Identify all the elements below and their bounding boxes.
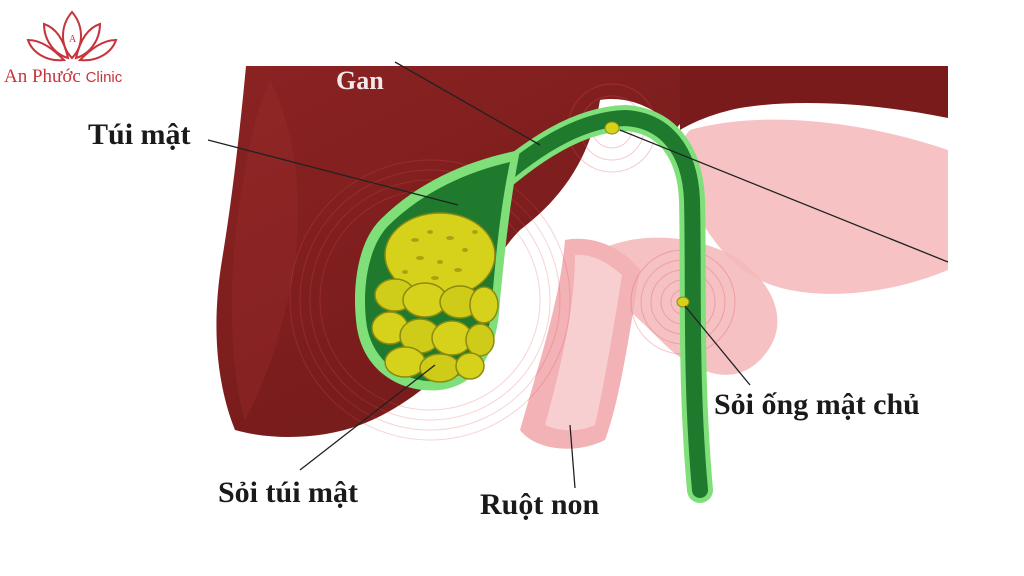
label-small-intestine: Ruột non: [480, 488, 600, 521]
label-gallbladder: Túi mật: [88, 118, 191, 151]
large-stone-texture: [402, 230, 478, 280]
leader-lines: [207, 61, 949, 489]
lotus-logo: A: [26, 10, 118, 62]
stomach-shape: [679, 119, 948, 294]
label-common-bile-duct-stone: Sỏi ống mật chủ: [714, 388, 920, 421]
label-liver: Gan: [336, 66, 384, 95]
liver-lobe-right: [680, 66, 948, 130]
label-gallbladder-stones: Sỏi túi mật: [218, 476, 359, 509]
gallbladder-stones: [371, 212, 499, 383]
svg-text:A: A: [69, 34, 77, 45]
brand-name: An Phước Clinic: [4, 66, 122, 88]
liver-highlight: [231, 80, 299, 420]
brand-name-main: An Phước: [4, 66, 81, 87]
small-intestine-shade: [545, 254, 622, 431]
leader-gallbladder-stones: [299, 364, 436, 471]
duct-stone-middle: [676, 296, 690, 308]
duct-stone-top: [604, 121, 620, 135]
leader-common-duct-stone: [684, 305, 751, 386]
brand-name-suffix: Clinic: [85, 69, 123, 86]
leader-gallbladder: [207, 139, 459, 206]
leader-liver: [394, 61, 541, 146]
leader-duct-stone: [619, 129, 949, 263]
pain-ripples-gallbladder: [289, 159, 571, 441]
bile-duct: [462, 109, 708, 498]
leader-small-intestine: [569, 424, 576, 489]
